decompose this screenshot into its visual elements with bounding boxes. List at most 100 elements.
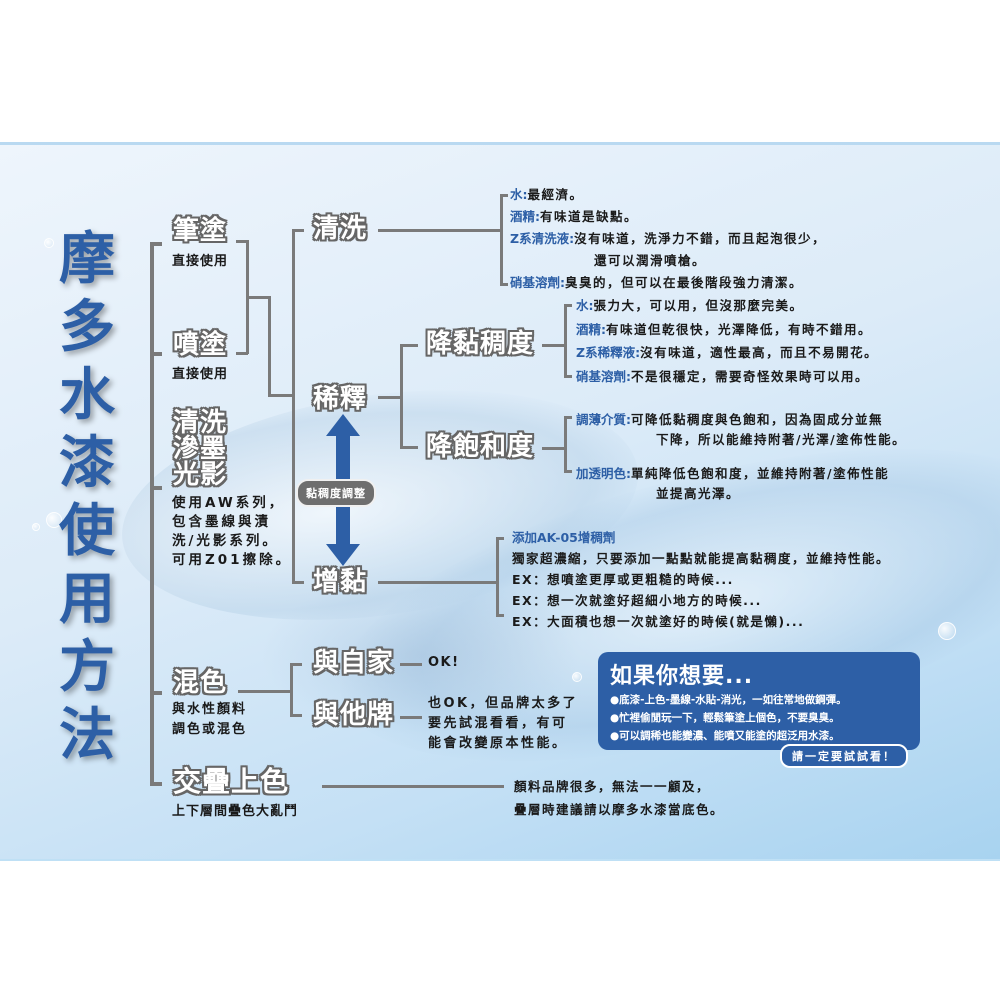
connector-line [378, 229, 502, 232]
connector-line [542, 344, 566, 347]
note-text: 沒有味道，適性最高，而且不易開花。 [640, 345, 879, 360]
connector-line [378, 581, 498, 584]
connector-line [400, 344, 403, 448]
note-text-cont: 下降，所以能維持附著/光澤/塗佈性能。 [656, 432, 907, 447]
thicken-line: EX：想噴塗更厚或更粗糙的時候... [512, 572, 734, 587]
method-mix-label: 混色 [172, 667, 228, 698]
saturation-note-medium: 調薄介質:可降低黏稠度與色飽和，因為固成分並無 [576, 410, 906, 430]
note-text: 可降低黏稠度與色飽和，因為固成分並無 [631, 412, 884, 427]
water-wave-decoration-2 [260, 575, 580, 735]
connector-line [400, 446, 418, 449]
op-reduce-saturation-label: 降飽和度 [425, 431, 535, 462]
note-key: Z系清洗液: [510, 231, 575, 246]
connector-line [564, 416, 572, 419]
connector-line [500, 194, 508, 197]
connector-line [564, 304, 572, 307]
connector-line [150, 691, 162, 695]
connector-line [400, 716, 422, 719]
note-text: 有味道是缺點。 [540, 209, 639, 224]
viscosity-notes: 水:張力大，可以用，但沒那麼完美。 酒精:有味道但乾很快，光澤降低，有時不錯用。… [576, 294, 878, 388]
note-key: Z系稀釋液: [576, 345, 641, 360]
method-spray-sub: 直接使用 [172, 367, 229, 382]
connector-line [290, 663, 293, 717]
wash-label-line: 滲墨 [172, 434, 228, 464]
connector-line [150, 352, 162, 356]
clean-note-alcohol: 酒精:有味道是缺點。 [510, 206, 826, 228]
note-text: 沒有味道，洗淨力不錯，而且起泡很少， [574, 231, 827, 246]
note-key: 硝基溶劑: [576, 368, 631, 384]
callout-box: 如果你想要... ●底漆-上色-墨線-水貼-消光，一如往常地做鋼彈。 ●忙裡偷閒… [598, 652, 920, 750]
op-same-brand-label: 與自家 [312, 647, 395, 678]
connector-line [564, 304, 567, 378]
connector-line [496, 537, 504, 540]
note-key: 硝基溶劑: [510, 275, 565, 290]
wash-sub-line: 洗/光影系列。 [172, 533, 279, 549]
arrow-down-head-icon [326, 544, 360, 566]
wash-sub-line: 包含墨線與漬 [172, 514, 271, 530]
connector-line [500, 283, 508, 286]
callout-bullet: ●可以調稀也能變濃、能噴又能塗的超泛用水漆。 [610, 730, 840, 742]
mix-other-brand-note: 也OK，但品牌太多了 要先試混看看，有可 能會改變原本性能。 [428, 694, 578, 754]
connector-line [292, 229, 295, 584]
connector-line [150, 486, 162, 490]
other-brand-line: 要先試混看看，有可 [428, 716, 568, 731]
connector-line [400, 344, 418, 347]
note-text: 臭臭的，但可以在最後階段強力清潔。 [565, 275, 804, 290]
connector-line [268, 394, 294, 397]
clean-note-water: 水:最經濟。 [510, 184, 826, 206]
op-thicken-label: 增黏 [312, 566, 368, 597]
viscosity-note-nitro: 硝基溶劑:不是很穩定，需要奇怪效果時可以用。 [576, 365, 878, 389]
connector-line [564, 375, 572, 378]
connector-line [246, 296, 270, 299]
mix-sub-line: 調色或混色 [172, 722, 248, 737]
op-clean-label: 清洗 [312, 213, 368, 244]
connector-line [290, 663, 302, 666]
connector-line [542, 447, 566, 450]
viscosity-note-water: 水:張力大，可以用，但沒那麼完美。 [576, 294, 878, 318]
bubble-decoration [44, 238, 54, 248]
note-text-cont: 並提高光澤。 [656, 486, 741, 501]
callout-bullet: ●底漆-上色-墨線-水貼-消光，一如往常地做鋼彈。 [610, 694, 847, 706]
bubble-decoration [572, 672, 582, 682]
saturation-note-clear: 加透明色:單純降低色飽和度，並維持附著/塗佈性能 [576, 464, 906, 484]
bubble-decoration [32, 523, 40, 531]
other-brand-line: 能會改變原本性能。 [428, 736, 568, 751]
method-mix-sub: 與水性顏料 調色或混色 [172, 700, 247, 740]
method-layer-sub: 上下層間疊色大亂鬥 [172, 804, 299, 819]
op-other-brand-label: 與他牌 [312, 699, 395, 730]
connector-line [292, 581, 304, 584]
layer-notes: 顏料品牌很多，無法一一顧及， 疊層時建議請以摩多水漆當底色。 [514, 775, 724, 821]
title-char: 使 [59, 499, 115, 564]
method-brush-sub: 直接使用 [172, 254, 229, 269]
note-key: 水: [510, 187, 528, 202]
connector-line [496, 614, 504, 617]
note-key: 調薄介質: [576, 412, 631, 427]
arrow-up-head-icon [326, 414, 360, 436]
connector-line [496, 537, 499, 617]
method-spray-label: 噴塗 [172, 329, 228, 360]
note-text: 單純降低色飽和度，並維持附著/塗佈性能 [631, 466, 890, 481]
note-text: 最經濟。 [527, 187, 584, 202]
method-wash-sub: 使用AW系列， 包含墨線與漬 洗/光影系列。 可用Z01擦除。 [172, 494, 292, 570]
thicken-heading: 添加AK-05增稠劑 [512, 530, 616, 545]
connector-line [322, 785, 504, 788]
connector-line [400, 663, 422, 666]
connector-line [236, 240, 248, 243]
connector-line [150, 242, 154, 786]
op-reduce-viscosity-label: 降黏稠度 [425, 328, 535, 359]
note-text: 不是很穩定，需要奇怪效果時可以用。 [631, 368, 870, 384]
title-char: 摩 [59, 227, 115, 292]
note-key: 酒精: [576, 321, 606, 337]
bubble-decoration [46, 512, 62, 528]
method-layer-label: 交疊上色 [172, 765, 290, 798]
wash-sub-line: 使用AW系列， [172, 495, 286, 511]
title-char: 用 [59, 567, 115, 632]
note-key: 水: [576, 298, 594, 313]
thicken-line: EX：想一次就塗好超細小地方的時候... [512, 593, 762, 608]
method-brush-label: 筆塗 [172, 215, 228, 246]
op-thin-label: 稀釋 [312, 383, 368, 414]
title-char: 法 [59, 703, 115, 768]
connector-line [150, 782, 162, 786]
mix-sub-line: 與水性顏料 [172, 702, 248, 717]
connector-line [236, 352, 248, 355]
